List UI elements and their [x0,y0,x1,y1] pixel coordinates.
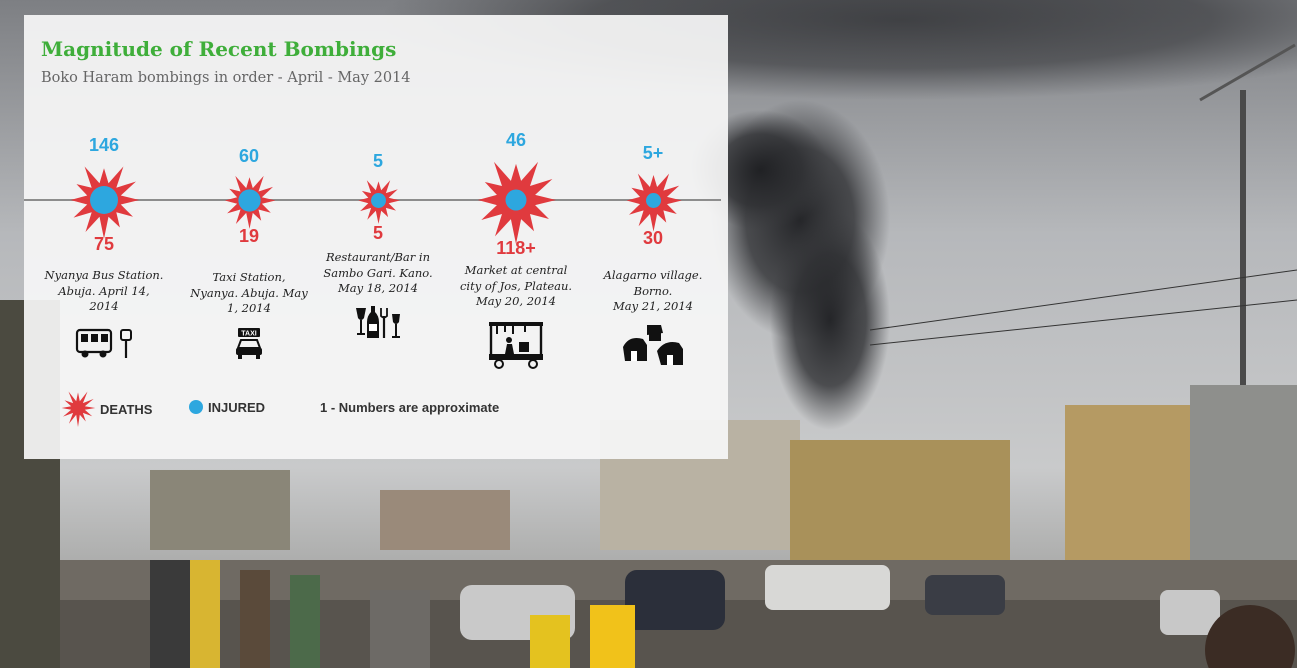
injured-dot-1 [90,186,118,214]
legend-injured-label: INJURED [208,400,266,415]
injured-count-1: 146 [88,135,120,156]
injured-count-2: 60 [238,145,260,166]
location-line: Market at central [464,263,568,277]
deaths-count-5: 30 [642,228,664,249]
deaths-count-4: 118+ [496,237,536,258]
event-location-5: Alagarno village.Borno.May 21, 2014 [604,268,703,315]
injured-dot-5 [645,192,661,208]
location-line: May 18, 2014 [338,281,418,295]
location-line: Borno. [633,283,673,298]
location-line: Alagarno village. [603,268,703,282]
death-burst-5 [626,173,682,232]
location-line: Sambo Gari. Kano. [323,265,433,280]
location-line: 2014 [89,299,119,313]
location-line: May 21, 2014 [613,299,693,313]
deaths-count-1: 75 [93,233,115,254]
svg-text:TAXI: TAXI [241,331,256,338]
taxi-icon: TAXI [236,328,262,359]
death-burst-4 [477,161,556,244]
market-stall-icon [489,322,543,369]
death-burst-1 [70,166,140,239]
deaths-legend-icon [61,391,96,427]
infographic-panel: Magnitude of Recent Bombings Boko Haram … [24,15,728,459]
bus-stop-icon [75,328,132,358]
location-line: Restaurant/Bar in [325,250,431,264]
deaths-count-3: 5 [372,222,384,243]
restaurant-bar-icon [356,306,400,338]
injured-count-5: 5+ [642,142,664,163]
location-line: Nyanya Bus Station. [44,268,164,282]
injured-dot-4 [505,189,527,211]
injured-count-4: 46 [505,130,527,150]
death-burst-3 [357,179,400,224]
injured-count-3: 5 [372,150,384,171]
village-huts-icon [623,325,683,365]
deaths-count-2: 19 [238,226,260,247]
legend-deaths-label: DEATHS [100,402,153,417]
death-burst-2 [224,175,275,229]
location-line: May 20, 2014 [476,294,556,308]
chart-title: Magnitude of Recent Bombings [41,37,397,61]
chart-subtitle: Boko Haram bombings in order - April - M… [41,70,411,86]
event-location-1: Nyanya Bus Station.Abuja. April 14,2014 [45,268,164,315]
injured-dot-2 [237,188,261,212]
location-line: 1, 2014 [227,301,271,315]
location-line: Nyanya. Abuja. May [190,285,308,300]
injured-dot-3 [370,192,386,208]
location-line: city of Jos, Plateau. [459,278,573,293]
injured-legend-icon [189,400,203,414]
location-line: Abuja. April 14, [58,283,150,298]
legend-note: 1 - Numbers are approximate [320,400,500,415]
location-line: Taxi Station, [212,270,286,284]
